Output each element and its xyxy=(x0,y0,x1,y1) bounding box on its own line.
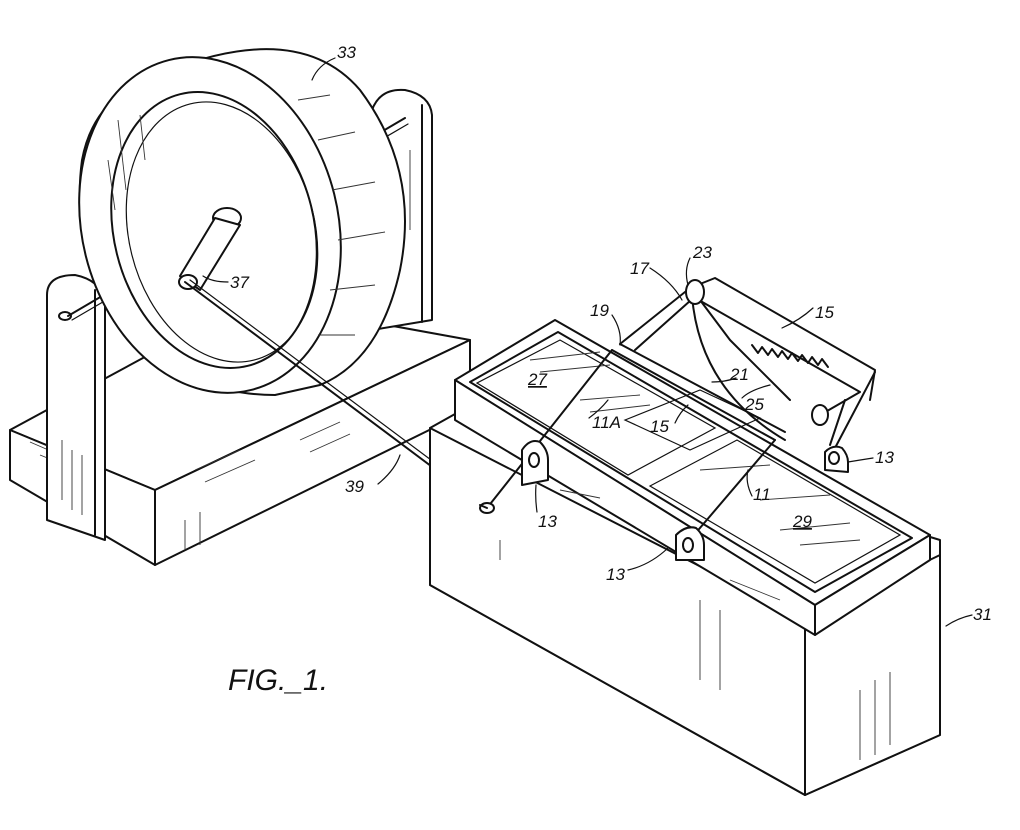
label-bracket-13-right: 13 xyxy=(875,448,894,467)
label-loop-23: 23 xyxy=(692,243,712,262)
crank-hub xyxy=(178,207,242,291)
label-bracket-13-left: 13 xyxy=(538,512,557,531)
label-base-31: 31 xyxy=(973,605,992,624)
label-wire-19: 19 xyxy=(590,301,609,320)
label-bail-21: 21 xyxy=(729,365,749,384)
bracket-right xyxy=(824,445,849,473)
label-wire-17: 17 xyxy=(630,259,649,278)
label-wire-11a: 11A xyxy=(592,413,621,432)
label-panel-15: 15 xyxy=(650,417,669,436)
label-compartment-29: 29 xyxy=(792,512,812,531)
figure-caption: FIG._1. xyxy=(228,664,328,697)
trap-box xyxy=(429,319,941,796)
label-bracket-13-front: 13 xyxy=(606,565,625,584)
label-crank: 37 xyxy=(230,273,249,292)
trap-spring xyxy=(751,344,829,368)
reference-labels: 33 37 39 19 17 23 15 21 25 15 27 29 11A … xyxy=(228,43,992,697)
label-spring-25: 25 xyxy=(744,395,764,414)
trap-wire-frame xyxy=(479,277,876,543)
bracket-left xyxy=(521,440,549,486)
left-upright xyxy=(46,274,106,541)
bracket-front xyxy=(675,526,705,561)
label-wire-11: 11 xyxy=(753,485,771,504)
label-compartment-27: 27 xyxy=(527,370,547,389)
leader-lines xyxy=(202,57,973,627)
label-wheel: 33 xyxy=(337,43,356,62)
label-rod: 39 xyxy=(345,477,364,496)
label-frame-15: 15 xyxy=(815,303,834,322)
